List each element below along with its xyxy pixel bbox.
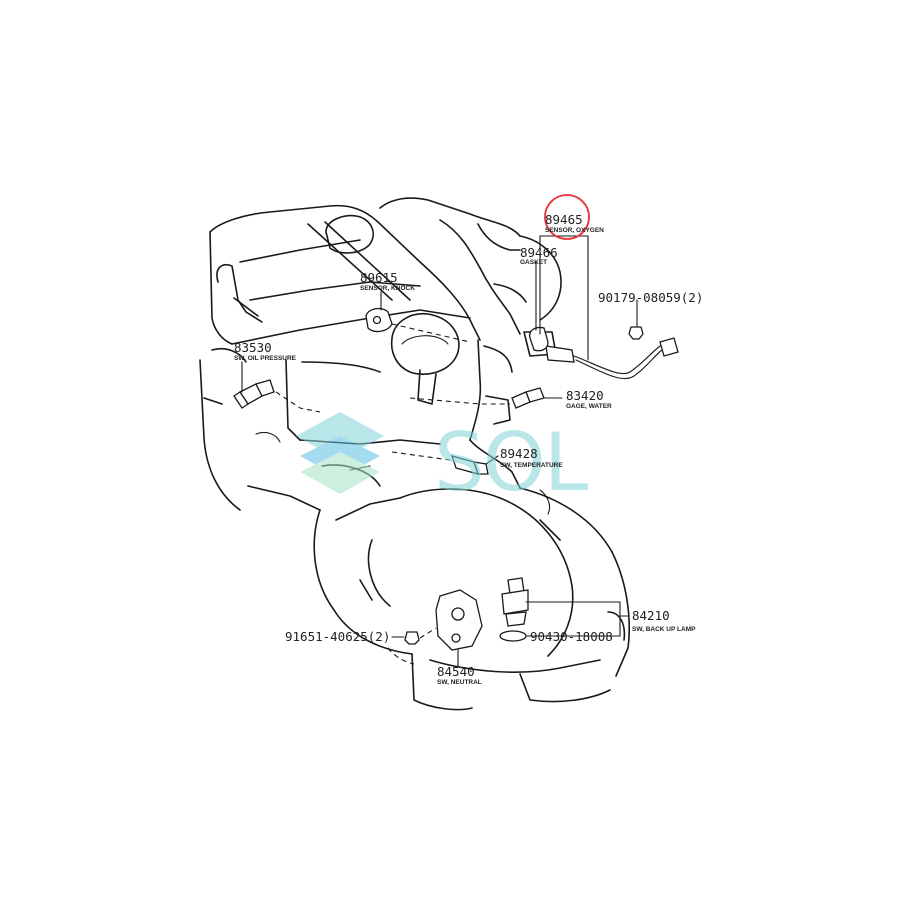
bolt-91651-part <box>404 631 420 645</box>
part-name-83420: GAGE, WATER <box>566 403 612 410</box>
part-number-90179: 90179-08059(2) <box>598 290 703 305</box>
oxygen-sensor-part <box>545 337 679 380</box>
gasket-90430-part <box>499 630 527 642</box>
part-name-89466: GASKET <box>520 259 547 266</box>
part-number-90430: 90430-18008 <box>530 629 613 644</box>
part-name-84540: SW, NEUTRAL <box>437 679 482 686</box>
sol-watermark: SOL <box>296 412 591 509</box>
label-91651: 91651-40625(2) <box>285 629 390 644</box>
watermark-logo-icon <box>296 412 384 494</box>
part-name-84210: SW, BACK UP LAMP <box>632 626 696 633</box>
neutral-switch-part <box>435 589 483 651</box>
knock-sensor-part <box>365 307 393 333</box>
part-number-84540: 84540 <box>437 664 475 679</box>
part-number-83530: 83530 <box>234 340 272 355</box>
part-number-89428: 89428 <box>500 446 538 461</box>
part-number-89615: 89615 <box>360 270 398 285</box>
label-89428: 89428 SW, TEMPERATURE <box>500 446 563 469</box>
label-84210: 84210 SW, BACK UP LAMP <box>632 608 696 633</box>
label-84540: 84540 SW, NEUTRAL <box>437 664 482 686</box>
label-90179: 90179-08059(2) <box>598 290 703 305</box>
water-gage-part <box>511 387 545 409</box>
leader-lines <box>241 235 638 667</box>
gasket-part <box>529 326 549 352</box>
part-number-89466: 89466 <box>520 245 558 260</box>
part-name-83530: SW, OIL PRESSURE <box>234 355 297 362</box>
part-number-84210: 84210 <box>632 608 670 623</box>
part-name-89615: SENSOR, KNOCK <box>360 285 415 292</box>
part-name-89465: SENSOR, OXYGEN <box>545 227 604 234</box>
label-89465: 89465 SENSOR, OXYGEN <box>545 212 604 234</box>
temperature-switch-part <box>450 455 489 475</box>
watermark-text: SOL <box>434 416 589 509</box>
back-up-lamp-switch-part <box>501 577 529 627</box>
bolt-90179-part <box>628 326 644 340</box>
engine-block-outline <box>199 197 631 711</box>
label-83420: 83420 GAGE, WATER <box>566 388 612 410</box>
label-89615: 89615 SENSOR, KNOCK <box>360 270 415 292</box>
highlight-circle <box>544 194 590 240</box>
part-number-91651: 91651-40625(2) <box>285 629 390 644</box>
label-90430: 90430-18008 <box>530 629 613 644</box>
label-89466: 89466 GASKET <box>520 245 558 266</box>
part-number-83420: 83420 <box>566 388 604 403</box>
part-name-89428: SW, TEMPERATURE <box>500 462 563 469</box>
part-number-89465: 89465 <box>545 212 583 227</box>
label-83530: 83530 SW, OIL PRESSURE <box>234 340 297 362</box>
oil-pressure-switch-part <box>233 379 275 409</box>
